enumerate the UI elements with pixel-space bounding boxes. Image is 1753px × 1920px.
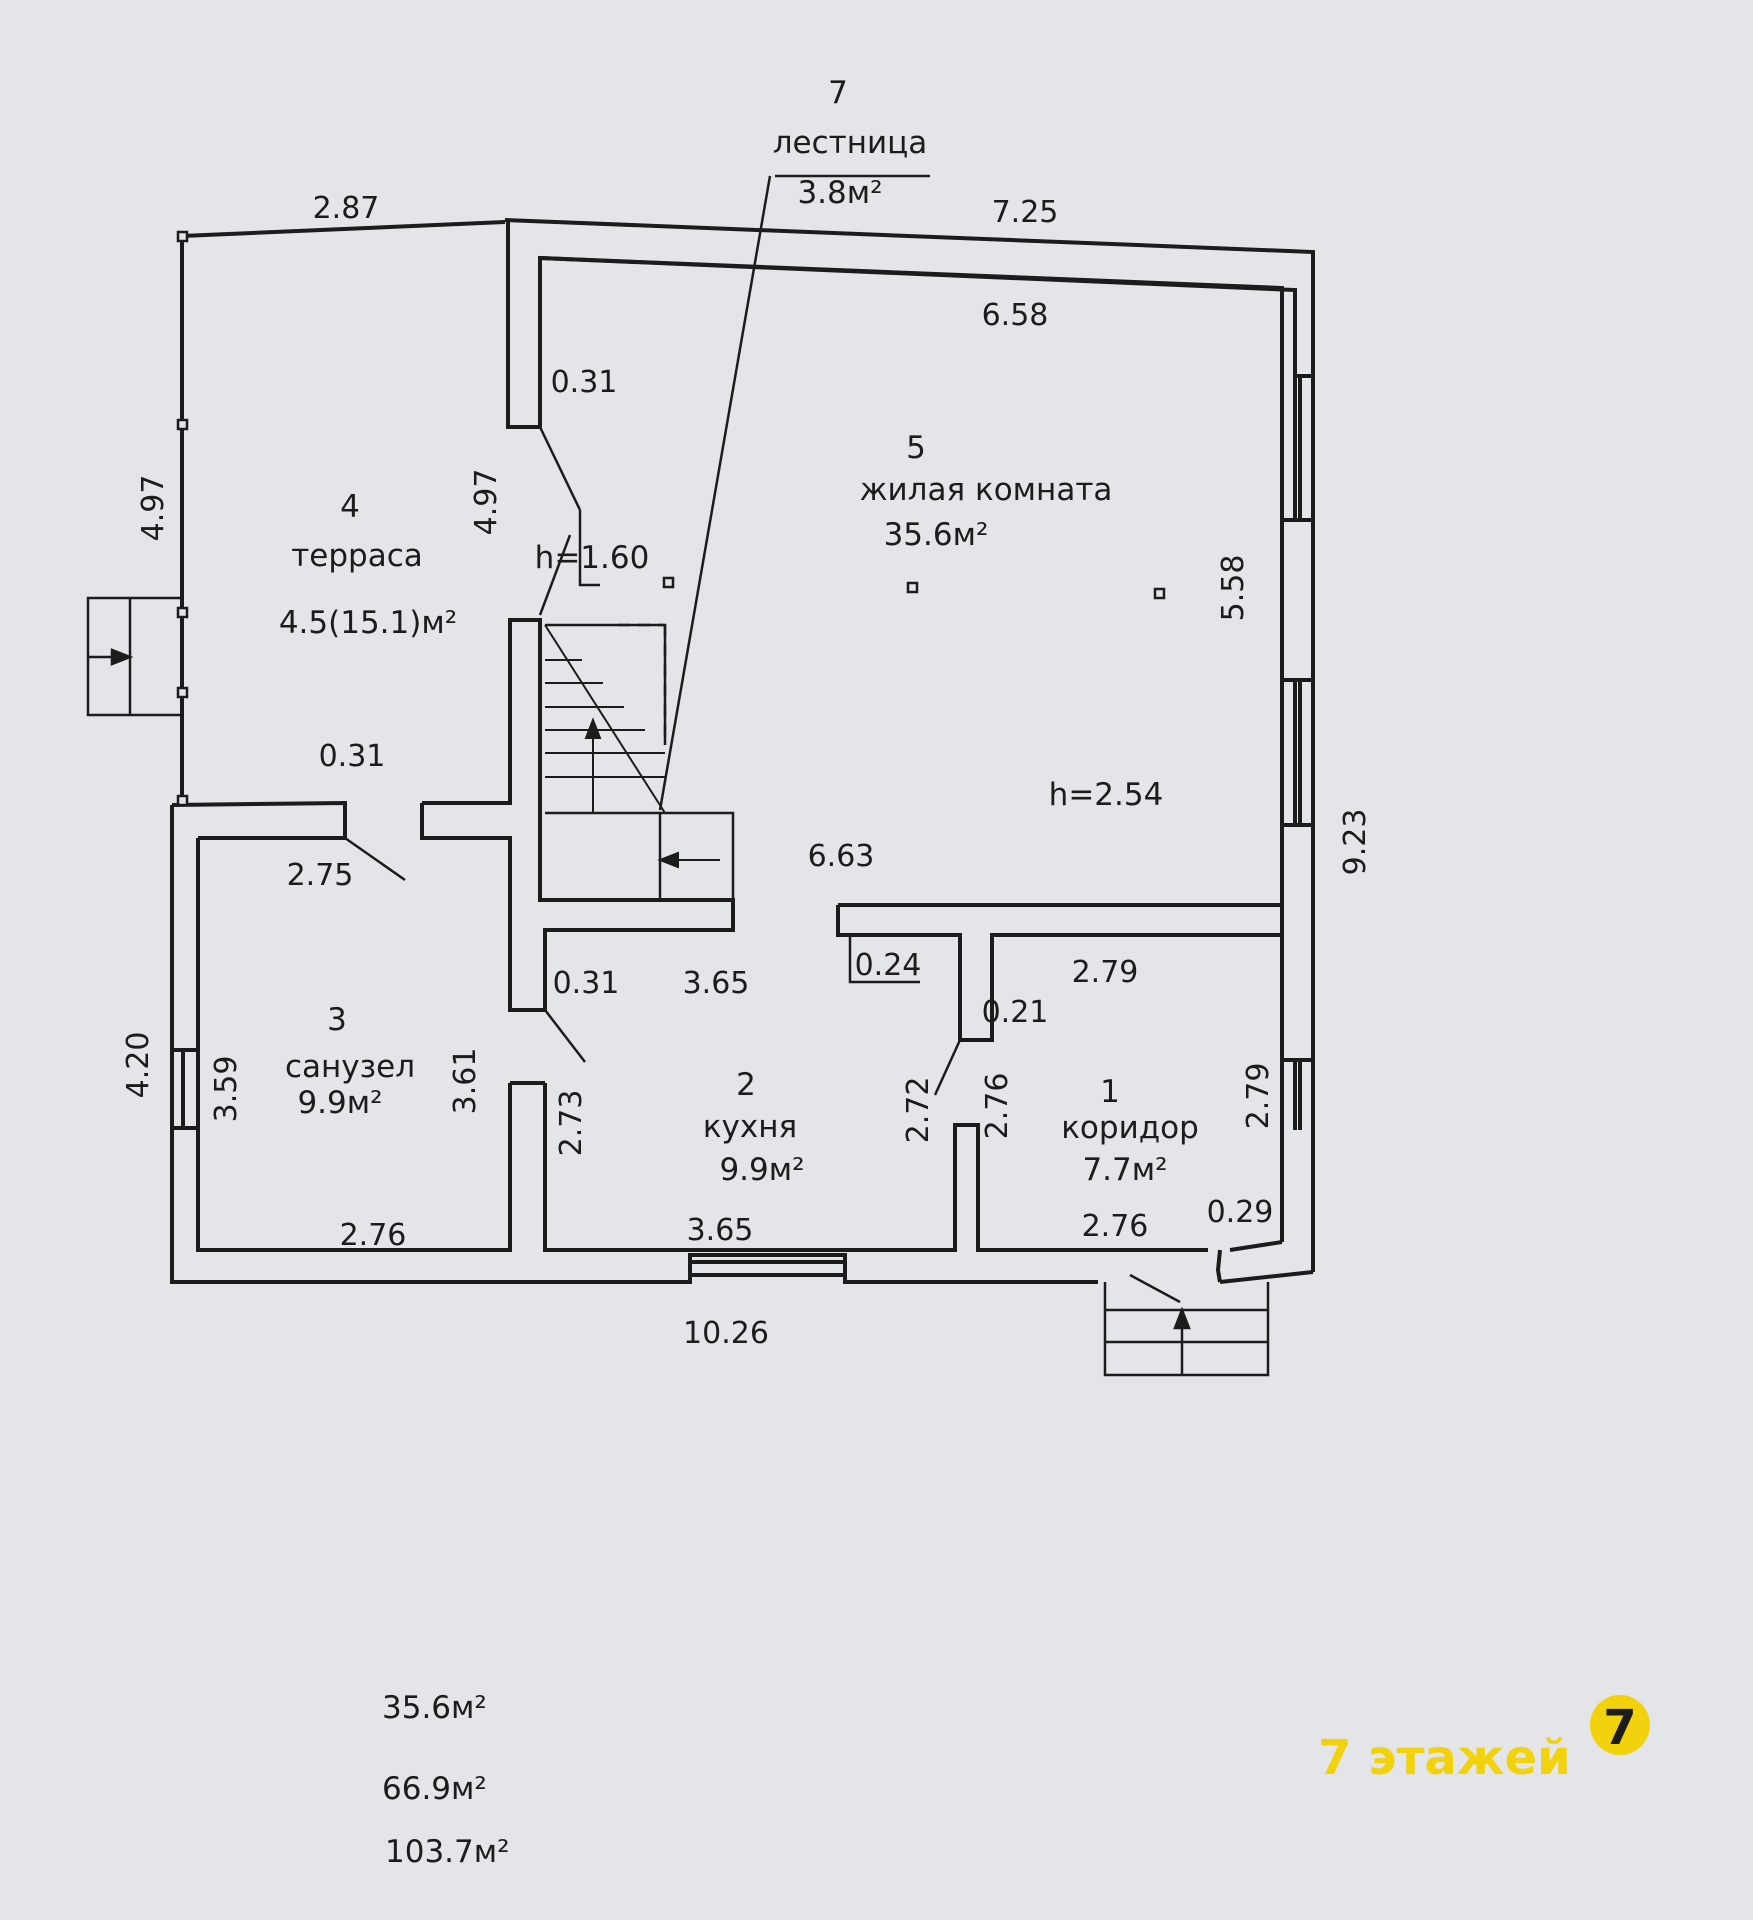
- door-swing: [933, 1039, 962, 1096]
- stair-treads: [544, 624, 720, 869]
- door-swing: [344, 836, 406, 882]
- dim-corridor-top: 2.79: [1072, 955, 1139, 990]
- dim-tick: [578, 510, 600, 587]
- dim-kitchen-bottom: 3.65: [687, 1213, 754, 1248]
- terrace-outline: [181, 220, 506, 238]
- kitchen-name: кухня: [703, 1109, 797, 1145]
- corridor-number: 1: [1100, 1074, 1120, 1110]
- terrace-steps: [86, 596, 182, 717]
- dim-bath-top: 2.75: [287, 858, 354, 893]
- dim-tick: [848, 935, 920, 984]
- stair-name: лестница: [773, 125, 928, 161]
- dim-outer-top: 7.25: [992, 195, 1059, 230]
- door-swing: [1129, 1273, 1181, 1304]
- door-swing: [538, 426, 582, 511]
- room-labels: 7 лестница 3.8м² 5 жилая комната 35.6м² …: [279, 75, 1199, 1188]
- dim-outer-left: 4.20: [121, 1032, 156, 1099]
- area-totals: 35.6м² 66.9м² 103.7м²: [382, 1690, 510, 1870]
- dim-corridor-left: 2.76: [980, 1073, 1015, 1140]
- dim-corridor-right: 2.79: [1241, 1063, 1276, 1130]
- living-height: h=2.54: [1049, 777, 1164, 813]
- dim-kitchen-right: 2.72: [901, 1077, 936, 1144]
- corridor-name: коридор: [1061, 1110, 1199, 1146]
- watermark-text: 7 этажей: [1318, 1730, 1571, 1786]
- stair-area: 3.8м²: [797, 175, 882, 211]
- living-name: жилая комната: [860, 472, 1113, 508]
- bathroom-area: 9.9м²: [297, 1085, 382, 1121]
- dim-kitchen-left: 2.73: [554, 1090, 589, 1157]
- stair-landing: [658, 811, 735, 902]
- outer-wall: [504, 218, 1315, 429]
- bathroom-number: 3: [327, 1002, 347, 1038]
- stair-height: h=1.60: [535, 540, 650, 576]
- dim-wall-029: 0.29: [1207, 1195, 1274, 1230]
- dim-wall-024: 0.24: [855, 948, 922, 983]
- dim-wall-031-a: 0.31: [551, 365, 618, 400]
- watermark-logo-glyph: 7: [1603, 1700, 1636, 1756]
- corridor-area: 7.7м²: [1082, 1152, 1167, 1188]
- dim-corridor-bottom: 2.76: [1082, 1209, 1149, 1244]
- stair-outline: [545, 623, 667, 745]
- bottom-inner-wall: [196, 838, 512, 1252]
- dim-outer-bottom: 10.26: [683, 1316, 769, 1351]
- terrace-number: 4: [340, 489, 360, 525]
- corridor-inner-wall: [1229, 1240, 1283, 1252]
- dim-terrace-top: 2.87: [313, 191, 380, 226]
- dim-wall-021: 0.21: [982, 995, 1049, 1030]
- dim-bath-left: 3.59: [209, 1056, 244, 1123]
- bathroom-name: санузел: [285, 1049, 415, 1085]
- total-area: 66.9м²: [382, 1771, 487, 1807]
- dim-living-top: 6.58: [982, 298, 1049, 333]
- wall-segment: [1280, 823, 1315, 1062]
- dim-living-bottom: 6.63: [808, 839, 875, 874]
- entry-steps: [1103, 1282, 1270, 1377]
- kitchen-number: 2: [736, 1067, 756, 1103]
- posts: [176, 230, 1166, 807]
- walls: [170, 218, 1315, 1284]
- kitchen-bottom-wall: [543, 1083, 1208, 1252]
- stair-number: 7: [828, 75, 848, 111]
- dim-wall-031-b: 0.31: [319, 739, 386, 774]
- corridor-door-jamb: [1215, 1249, 1222, 1283]
- dim-bath-bottom: 2.76: [340, 1218, 407, 1253]
- corridor-right-bottom: [1219, 1270, 1314, 1284]
- watermark: 7 этажей 7: [1318, 1695, 1650, 1786]
- kitchen-area: 9.9м²: [719, 1152, 804, 1188]
- dim-bath-right: 3.61: [448, 1048, 483, 1115]
- leaders: [344, 174, 1181, 1304]
- dimension-labels: 2.87 7.25 6.58 0.31 0.31 2.75 6.63 0.24 …: [121, 191, 1373, 1351]
- dim-wall-031-c: 0.31: [553, 966, 620, 1001]
- total-general: 103.7м²: [385, 1834, 510, 1870]
- kitchen-living-wall: [836, 903, 1284, 1042]
- dim-terrace-side-right: 4.97: [469, 469, 504, 536]
- terrace-name: терраса: [291, 538, 423, 574]
- watermark-logo-icon: [1590, 1695, 1650, 1755]
- living-number: 5: [906, 430, 926, 466]
- bath-top-wall: [171, 800, 347, 840]
- living-area: 35.6м²: [884, 517, 989, 553]
- dim-outer-right: 9.23: [1338, 809, 1373, 876]
- stair-leader: [658, 175, 772, 811]
- dim-kitchen-top: 3.65: [683, 966, 750, 1001]
- bottom-outer-wall: [170, 805, 1098, 1284]
- door-swing: [538, 534, 572, 616]
- central-partition: [420, 618, 735, 1012]
- wall-segment: [1280, 518, 1315, 682]
- dim-living-right: 5.58: [1216, 555, 1251, 622]
- door-swing: [544, 1009, 586, 1063]
- dim-terrace-side-left: 4.97: [136, 475, 171, 542]
- living-inner-wall: [539, 256, 1284, 376]
- terrace-area: 4.5(15.1)м²: [279, 605, 457, 641]
- total-living: 35.6м²: [382, 1690, 487, 1726]
